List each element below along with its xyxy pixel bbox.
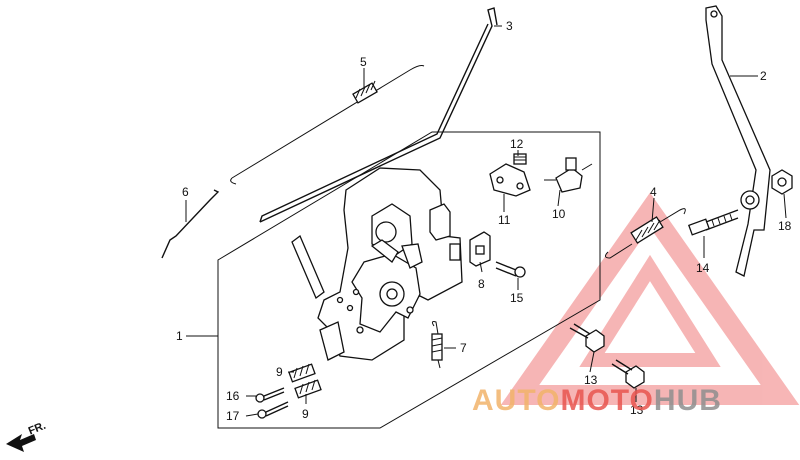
front-direction-label: FR. [27, 420, 48, 438]
callout-8: 8 [478, 277, 485, 291]
callout-13b: 13 [630, 403, 644, 417]
callout-17: 17 [226, 409, 240, 423]
callout-1: 1 [176, 329, 183, 343]
part-4-spring [604, 208, 686, 259]
callout-13a: 13 [584, 373, 598, 387]
callout-2: 2 [760, 69, 767, 83]
callout-15: 15 [510, 291, 524, 305]
callout-3: 3 [506, 19, 513, 33]
part-14-bolt [687, 209, 739, 236]
watermark-part3: HUB [654, 384, 722, 417]
part-7-spring [431, 321, 443, 369]
part-16-screw [255, 387, 285, 403]
callout-4: 4 [650, 185, 657, 199]
watermark-logo-triangle [500, 192, 800, 405]
part-13-bolt-a [569, 323, 605, 353]
part-13-bolt-b [611, 359, 645, 389]
part-1-main-bracket [291, 167, 463, 361]
callout-7: 7 [460, 341, 467, 355]
part-9-springs [288, 363, 322, 399]
part-18-nut [771, 169, 793, 195]
svg-text:AUTOMOTOHUB: AUTOMOTOHUB [472, 384, 722, 417]
callout-12: 12 [510, 137, 524, 151]
part-17-screw [257, 401, 289, 419]
watermark-text: AUTOMOTOHUB [472, 384, 722, 417]
callout-11: 11 [498, 213, 511, 227]
callout-5: 5 [360, 55, 367, 69]
callout-10: 10 [552, 207, 566, 221]
part-2-lever-arm [705, 5, 771, 277]
part-12-screw [513, 153, 527, 165]
part-3-rod [259, 7, 498, 223]
callout-6: 6 [182, 185, 189, 199]
leader-lines [185, 25, 787, 417]
callout-9b: 9 [302, 407, 309, 421]
watermark-part1: AUTO [472, 384, 560, 417]
watermark-part2: MOTO [560, 384, 653, 417]
part-15-screw [495, 261, 526, 278]
callout-14: 14 [696, 261, 710, 275]
assembly-outline [217, 131, 601, 429]
callout-9a: 9 [276, 365, 283, 379]
callout-18: 18 [778, 219, 792, 233]
part-8-bracket [469, 231, 491, 267]
front-direction-arrow: FR. [6, 420, 48, 452]
part-11-clamp [489, 163, 531, 197]
part-6-wire-link [161, 189, 220, 259]
part-5-spring-cable [230, 65, 425, 185]
callout-16: 16 [226, 389, 240, 403]
part-10-fitting [544, 157, 593, 193]
